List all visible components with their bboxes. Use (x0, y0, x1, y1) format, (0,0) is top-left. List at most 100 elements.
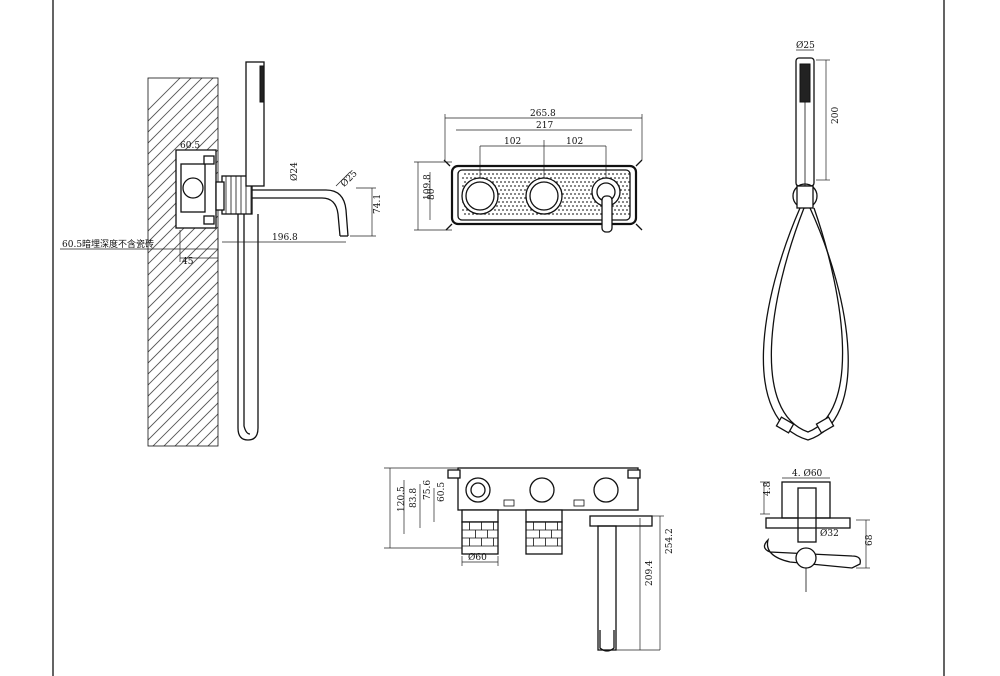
hatch-line (148, 358, 218, 430)
mesh-dot (518, 209, 520, 211)
mesh-dot (516, 189, 518, 191)
mesh-dot (588, 197, 590, 199)
mesh-dot (472, 173, 474, 175)
mesh-dot (552, 213, 554, 215)
mesh-dot (502, 177, 504, 179)
mesh-dot (582, 193, 584, 195)
mesh-dot (522, 193, 524, 195)
mesh-dot (580, 181, 582, 183)
mesh-dot (510, 185, 512, 187)
mesh-dot (484, 173, 486, 175)
mesh-dot (588, 173, 590, 175)
mesh-dot (516, 197, 518, 199)
hatch-line (196, 424, 218, 446)
mesh-dot (518, 193, 520, 195)
mesh-dot (568, 189, 570, 191)
mesh-dot (574, 201, 576, 203)
mesh-dot (524, 205, 526, 207)
mesh-dot (566, 185, 568, 187)
mesh-dot (524, 213, 526, 215)
mesh-dot (578, 209, 580, 211)
dim-text: 102 (566, 137, 583, 147)
mesh-dot (578, 177, 580, 179)
spout (252, 189, 349, 237)
mesh-dot (536, 173, 538, 175)
mesh-dot (464, 173, 466, 175)
mesh-dot (502, 193, 504, 195)
mesh-dot (504, 181, 506, 183)
mesh-dot (548, 173, 550, 175)
mesh-dot (540, 173, 542, 175)
mesh-dot (508, 181, 510, 183)
mesh-dot (564, 173, 566, 175)
mesh-dot (588, 213, 590, 215)
mesh-dot (576, 189, 578, 191)
mesh-dot (572, 197, 574, 199)
mesh-dot (592, 213, 594, 215)
mesh-dot (564, 213, 566, 215)
mesh-dot (612, 173, 614, 175)
hatch-line (152, 380, 218, 446)
mesh-dot (570, 177, 572, 179)
hatch-line (148, 83, 218, 155)
mesh-dot (570, 193, 572, 195)
valve-hole (461, 177, 499, 215)
mesh-dot (500, 205, 502, 207)
mesh-dot (568, 205, 570, 207)
mesh-dot (562, 209, 564, 211)
mesh-dot (616, 173, 618, 175)
mesh-dot (462, 209, 464, 211)
hatch-line (148, 447, 218, 517)
handle-view: 4. Ø60 4.8 Ø32 68 (760, 468, 875, 592)
mesh-dot (618, 201, 620, 203)
mesh-dot (508, 189, 510, 191)
front-view: 265.8 217 102 102 109.8 80 (414, 109, 643, 233)
mesh-dot (520, 213, 522, 215)
mesh-dot (628, 213, 630, 215)
handle-plate (765, 517, 851, 529)
mesh-dot (628, 173, 630, 175)
mesh-dot (586, 185, 588, 187)
mesh-dot (584, 213, 586, 215)
mesh-dot (512, 205, 514, 207)
mesh-dot (522, 201, 524, 203)
mesh-dot (512, 189, 514, 191)
mesh-dot (564, 189, 566, 191)
mesh-dot (528, 213, 530, 215)
dim-text: 68 (865, 534, 875, 546)
mesh-dot (574, 193, 576, 195)
mesh-dot (568, 181, 570, 183)
mesh-dot (588, 181, 590, 183)
mesh-dot (566, 209, 568, 211)
dim-text: 254.2 (665, 528, 675, 554)
mesh-dot (508, 213, 510, 215)
hatch-line (148, 281, 218, 353)
mesh-dot (584, 205, 586, 207)
dim-text: 4.8 (763, 481, 773, 496)
dim-text: 120.5 (397, 486, 407, 512)
mesh-dot (622, 177, 624, 179)
mesh-dot (516, 213, 518, 215)
mesh-dot (624, 189, 626, 191)
mesh-dot (572, 181, 574, 183)
mesh-dot (622, 201, 624, 203)
mesh-dot (506, 185, 508, 187)
mesh-dot (560, 205, 562, 207)
mesh-dot (624, 181, 626, 183)
dim-text: Ø25 (796, 40, 815, 51)
hatch-line (148, 469, 218, 539)
mesh-dot (502, 201, 504, 203)
hatch-line (148, 347, 218, 419)
mesh-dot (520, 189, 522, 191)
hatch-line (148, 248, 218, 320)
hatch-line (163, 391, 218, 446)
spout-base (589, 515, 653, 527)
hatch-line (148, 292, 218, 364)
mesh-dot (506, 201, 508, 203)
mesh-dot (570, 201, 572, 203)
mesh-dot (572, 189, 574, 191)
hatch-line (148, 237, 218, 309)
mesh-dot (580, 213, 582, 215)
side-view: 60.5 Ø24 Ø25 74.1 196.8 60.5暗埋深度不含瓷砖 45 (60, 61, 383, 539)
mesh-dot (584, 189, 586, 191)
